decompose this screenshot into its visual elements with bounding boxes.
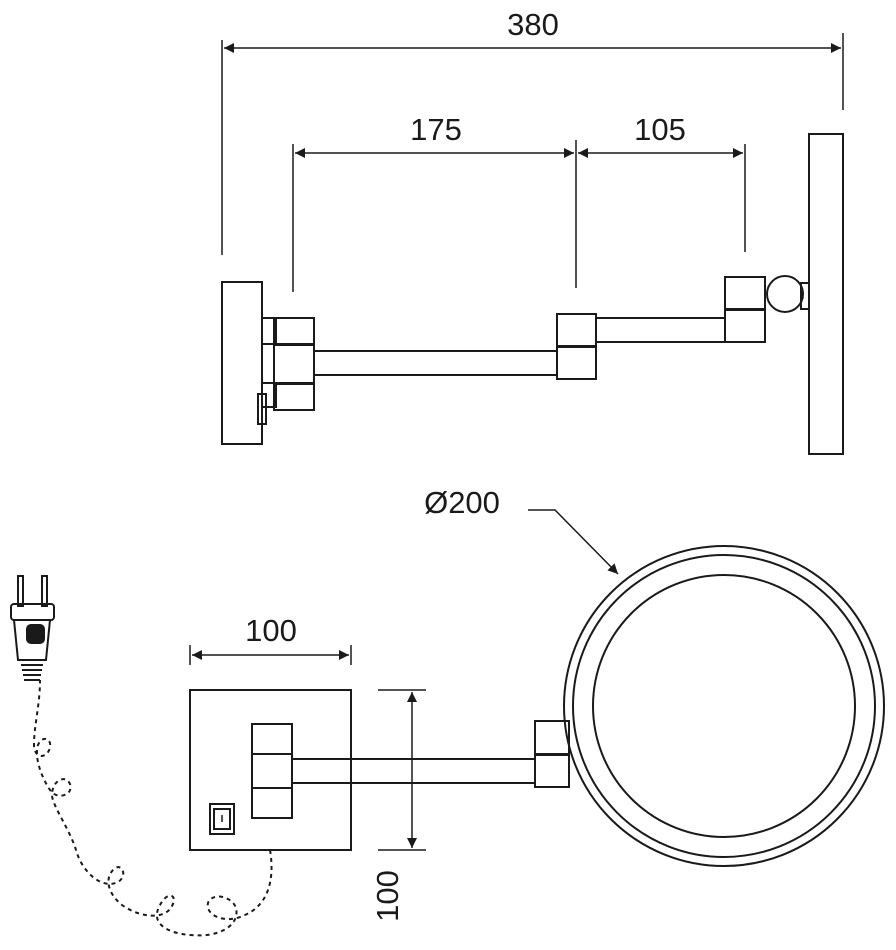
mirror-side: [808, 133, 844, 455]
power-plug-icon: [10, 575, 55, 681]
hinge-block-1-mid: [273, 343, 315, 385]
ball-joint: [766, 275, 804, 313]
dimension-wall-plate-width: 100: [245, 613, 297, 648]
arm-front: [291, 758, 536, 784]
hinge-front-mid: [251, 753, 293, 789]
mirror-joint-front-bottom: [534, 753, 570, 788]
hinge-front-top: [251, 723, 293, 755]
dimension-overall-length: 380: [507, 7, 559, 42]
front-view: Ø200 100 100: [10, 485, 885, 937]
mirror-outer-ring: [563, 545, 885, 867]
arm-2-side: [595, 317, 726, 343]
end-joint-top: [724, 276, 766, 311]
dimension-wall-plate-height: 100: [370, 870, 405, 922]
hinge-block-1-top: [273, 317, 315, 346]
power-cable: [32, 679, 273, 937]
side-view: 380 175 105: [221, 7, 844, 455]
end-joint-bottom: [724, 308, 766, 343]
mirror-rim: [572, 554, 876, 858]
mirror-glass: [592, 574, 856, 838]
dimension-arm-segment-1: 175: [410, 112, 462, 147]
diameter-leader-line: [528, 509, 619, 575]
hinge-block-1-upper: [261, 317, 277, 345]
middle-joint-bottom: [556, 345, 597, 380]
mirror-joint-front-top: [534, 720, 570, 756]
hinge-front-bottom: [251, 787, 293, 819]
power-switch: [209, 803, 235, 835]
wall-plate-side: [221, 281, 263, 445]
hinge-block-1-lower: [261, 382, 277, 408]
dimension-mirror-diameter: Ø200: [424, 485, 500, 520]
power-switch-rocker: [213, 808, 231, 830]
arm-1-side: [313, 350, 558, 376]
dimension-arm-segment-2: 105: [634, 112, 686, 147]
middle-joint-top: [556, 313, 597, 348]
hinge-block-1-bottom: [273, 382, 315, 411]
